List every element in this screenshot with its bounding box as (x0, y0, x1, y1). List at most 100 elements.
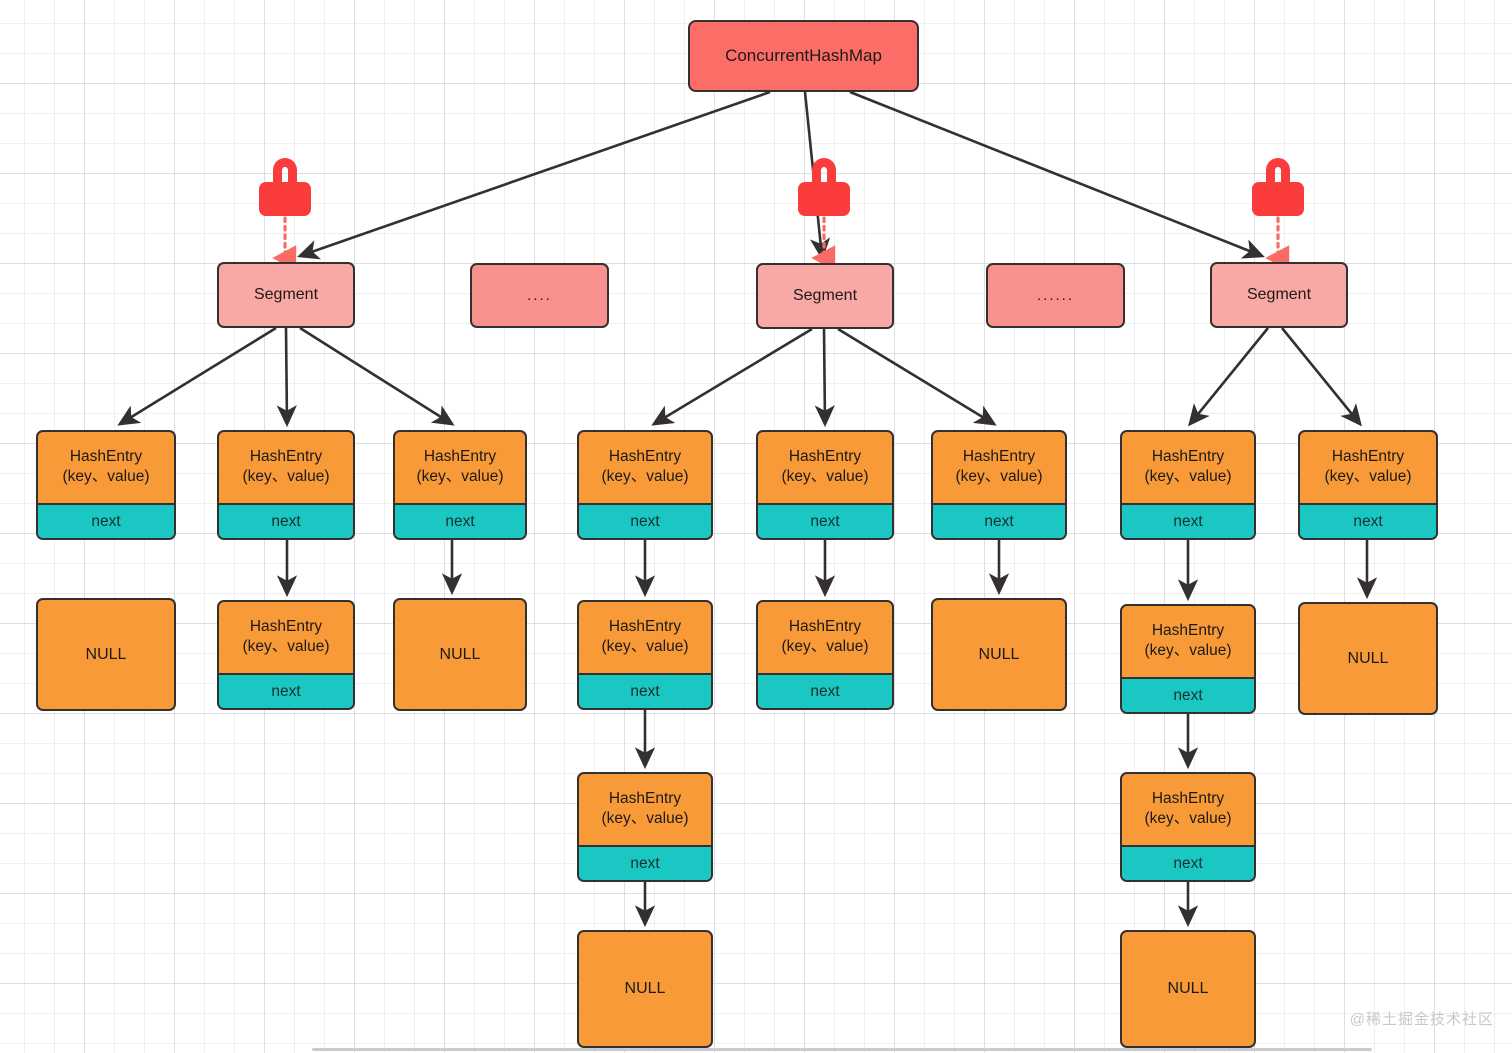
hashentry-next-field[interactable]: next (219, 673, 353, 708)
hashentry-next-field[interactable]: next (758, 673, 892, 708)
hashentry-next-field[interactable]: next (219, 503, 353, 538)
hashentry-title: HashEntry (1151, 447, 1225, 465)
hashentry-next-field[interactable]: next (1122, 677, 1254, 712)
null-node[interactable]: NULL (393, 598, 527, 711)
hashentry-kv-label: (key、value) (955, 467, 1043, 485)
null-node[interactable]: NULL (1120, 930, 1256, 1048)
hashentry-next-field[interactable]: next (38, 503, 174, 538)
segment-node[interactable]: Segment (217, 262, 355, 328)
hashentry-kv-label: (key、value) (1144, 641, 1232, 659)
hashentry-next-label: next (271, 682, 301, 700)
hashentry-head: HashEntry(key、value) (579, 432, 711, 503)
hashentry-title: HashEntry (1331, 447, 1405, 465)
segment-to-hashentry-edge (1188, 327, 1270, 427)
hashentry-next-field[interactable]: next (579, 673, 711, 708)
null-node-label: NULL (624, 980, 666, 997)
hashentry-next-field[interactable]: next (1300, 503, 1436, 538)
bottom-rule (312, 1048, 1372, 1051)
segment-to-hashentry-edge (814, 328, 835, 428)
hashentry-node[interactable]: HashEntry (key、value) next (1298, 430, 1438, 540)
hashentry-node[interactable]: HashEntry(key、value)next (756, 600, 894, 710)
segment-to-hashentry-edge (299, 326, 455, 426)
root-node-label: ConcurrentHashMap (725, 46, 882, 65)
hashentry-title: HashEntry (608, 617, 682, 635)
hashentry-node[interactable]: HashEntry(key、value)next (36, 430, 176, 540)
null-node[interactable]: NULL (577, 930, 713, 1048)
segment-to-hashentry-edge (651, 327, 813, 426)
hashentry-node[interactable]: HashEntry(key、value)next (1120, 772, 1256, 882)
lock-shackle-icon (273, 158, 297, 188)
segment-node[interactable]: Segment (756, 263, 894, 329)
hashentry-kv-label: (key、value) (62, 467, 150, 485)
hashentry-kv-label: (key、value) (242, 637, 330, 655)
hashentry-node[interactable]: HashEntry(key、value) next (217, 600, 355, 710)
hashentry-kv-label: (key、value) (416, 467, 504, 485)
null-node[interactable]: NULL (36, 598, 176, 711)
lock-shackle-icon (1266, 158, 1290, 188)
segment-ellipsis-label: ...... (1036, 287, 1074, 304)
hashentry-next-field[interactable]: next (1122, 845, 1254, 880)
lock-icon (259, 158, 311, 216)
hashentry-kv-label: (key、value) (1324, 467, 1412, 485)
hashentry-next-label: next (630, 854, 660, 872)
hashentry-kv-label: (key、value) (601, 467, 689, 485)
hashentry-title: HashEntry (608, 789, 682, 807)
hashentry-next-label: next (1353, 512, 1383, 530)
hashentry-node[interactable]: HashEntry (key、value) next (393, 430, 527, 540)
segment-ellipsis-node[interactable]: .... (470, 263, 609, 328)
lock-body-icon (798, 182, 850, 216)
lock-shackle-icon (812, 158, 836, 188)
null-node-label: NULL (439, 645, 481, 663)
hashentry-head: HashEntry (key、value) (395, 432, 525, 503)
root-to-segment-edge (849, 90, 1265, 259)
hashentry-node[interactable]: HashEntry (key、value) next (931, 430, 1067, 540)
hashentry-head: HashEntry (key、value) (579, 602, 711, 673)
segment-ellipsis-node[interactable]: ...... (986, 263, 1125, 328)
hashentry-next-label: next (445, 512, 475, 530)
hashentry-next-field[interactable]: next (933, 503, 1065, 538)
hashentry-node[interactable]: HashEntry(key、value)next (577, 772, 713, 882)
hashentry-next-label: next (630, 512, 660, 530)
hashentry-title: HashEntry (249, 447, 323, 465)
hashentry-head: HashEntry(key、value) (38, 432, 174, 503)
lock-body-icon (1252, 182, 1304, 216)
hashentry-title: HashEntry (423, 447, 497, 465)
hashentry-kv-label: (key、value) (601, 637, 689, 655)
lock-icon (798, 158, 850, 216)
hashentry-head: HashEntry(key、value) (219, 602, 353, 673)
hashentry-node[interactable]: HashEntry(key、value)next (217, 430, 355, 540)
segment-to-hashentry-edge (276, 327, 297, 428)
lock-body-icon (259, 182, 311, 216)
hashentry-kv-label: (key、value) (781, 467, 869, 485)
hashentry-next-label: next (1173, 512, 1203, 530)
hashentry-head: HashEntry (key、value) (933, 432, 1065, 503)
null-node[interactable]: NULL (1298, 602, 1438, 715)
hashentry-next-label: next (810, 512, 840, 530)
hashentry-node[interactable]: HashEntry (key、value) next (1120, 604, 1256, 714)
hashentry-title: HashEntry (1151, 621, 1225, 639)
hashentry-title: HashEntry (788, 447, 862, 465)
hashentry-next-field[interactable]: next (395, 503, 525, 538)
hashentry-head: HashEntry (key、value) (758, 432, 892, 503)
hashentry-node[interactable]: HashEntry (key、value) next (756, 430, 894, 540)
hashentry-next-field[interactable]: next (1122, 503, 1254, 538)
hashentry-kv-label: (key、value) (781, 637, 869, 655)
concurrenthashmap-root-node[interactable]: ConcurrentHashMap (688, 20, 919, 92)
hashentry-next-field[interactable]: next (758, 503, 892, 538)
hashentry-next-label: next (1173, 686, 1203, 704)
null-node-label: NULL (1167, 980, 1209, 997)
hashentry-title: HashEntry (962, 447, 1036, 465)
segment-node-label: Segment (253, 286, 319, 303)
hashentry-head: HashEntry(key、value) (219, 432, 353, 503)
null-node[interactable]: NULL (931, 598, 1067, 711)
hashentry-node[interactable]: HashEntry(key、value) next (577, 430, 713, 540)
hashentry-node[interactable]: HashEntry (key、value) next (577, 600, 713, 710)
hashentry-next-field[interactable]: next (579, 503, 711, 538)
hashentry-node[interactable]: HashEntry(key、value)next (1120, 430, 1256, 540)
watermark: @稀土掘金技术社区 (1349, 1011, 1494, 1028)
hashentry-next-field[interactable]: next (579, 845, 711, 880)
segment-node[interactable]: Segment (1210, 262, 1348, 328)
hashentry-head: HashEntry(key、value) (1122, 774, 1254, 845)
segment-to-hashentry-edge (1280, 327, 1362, 427)
